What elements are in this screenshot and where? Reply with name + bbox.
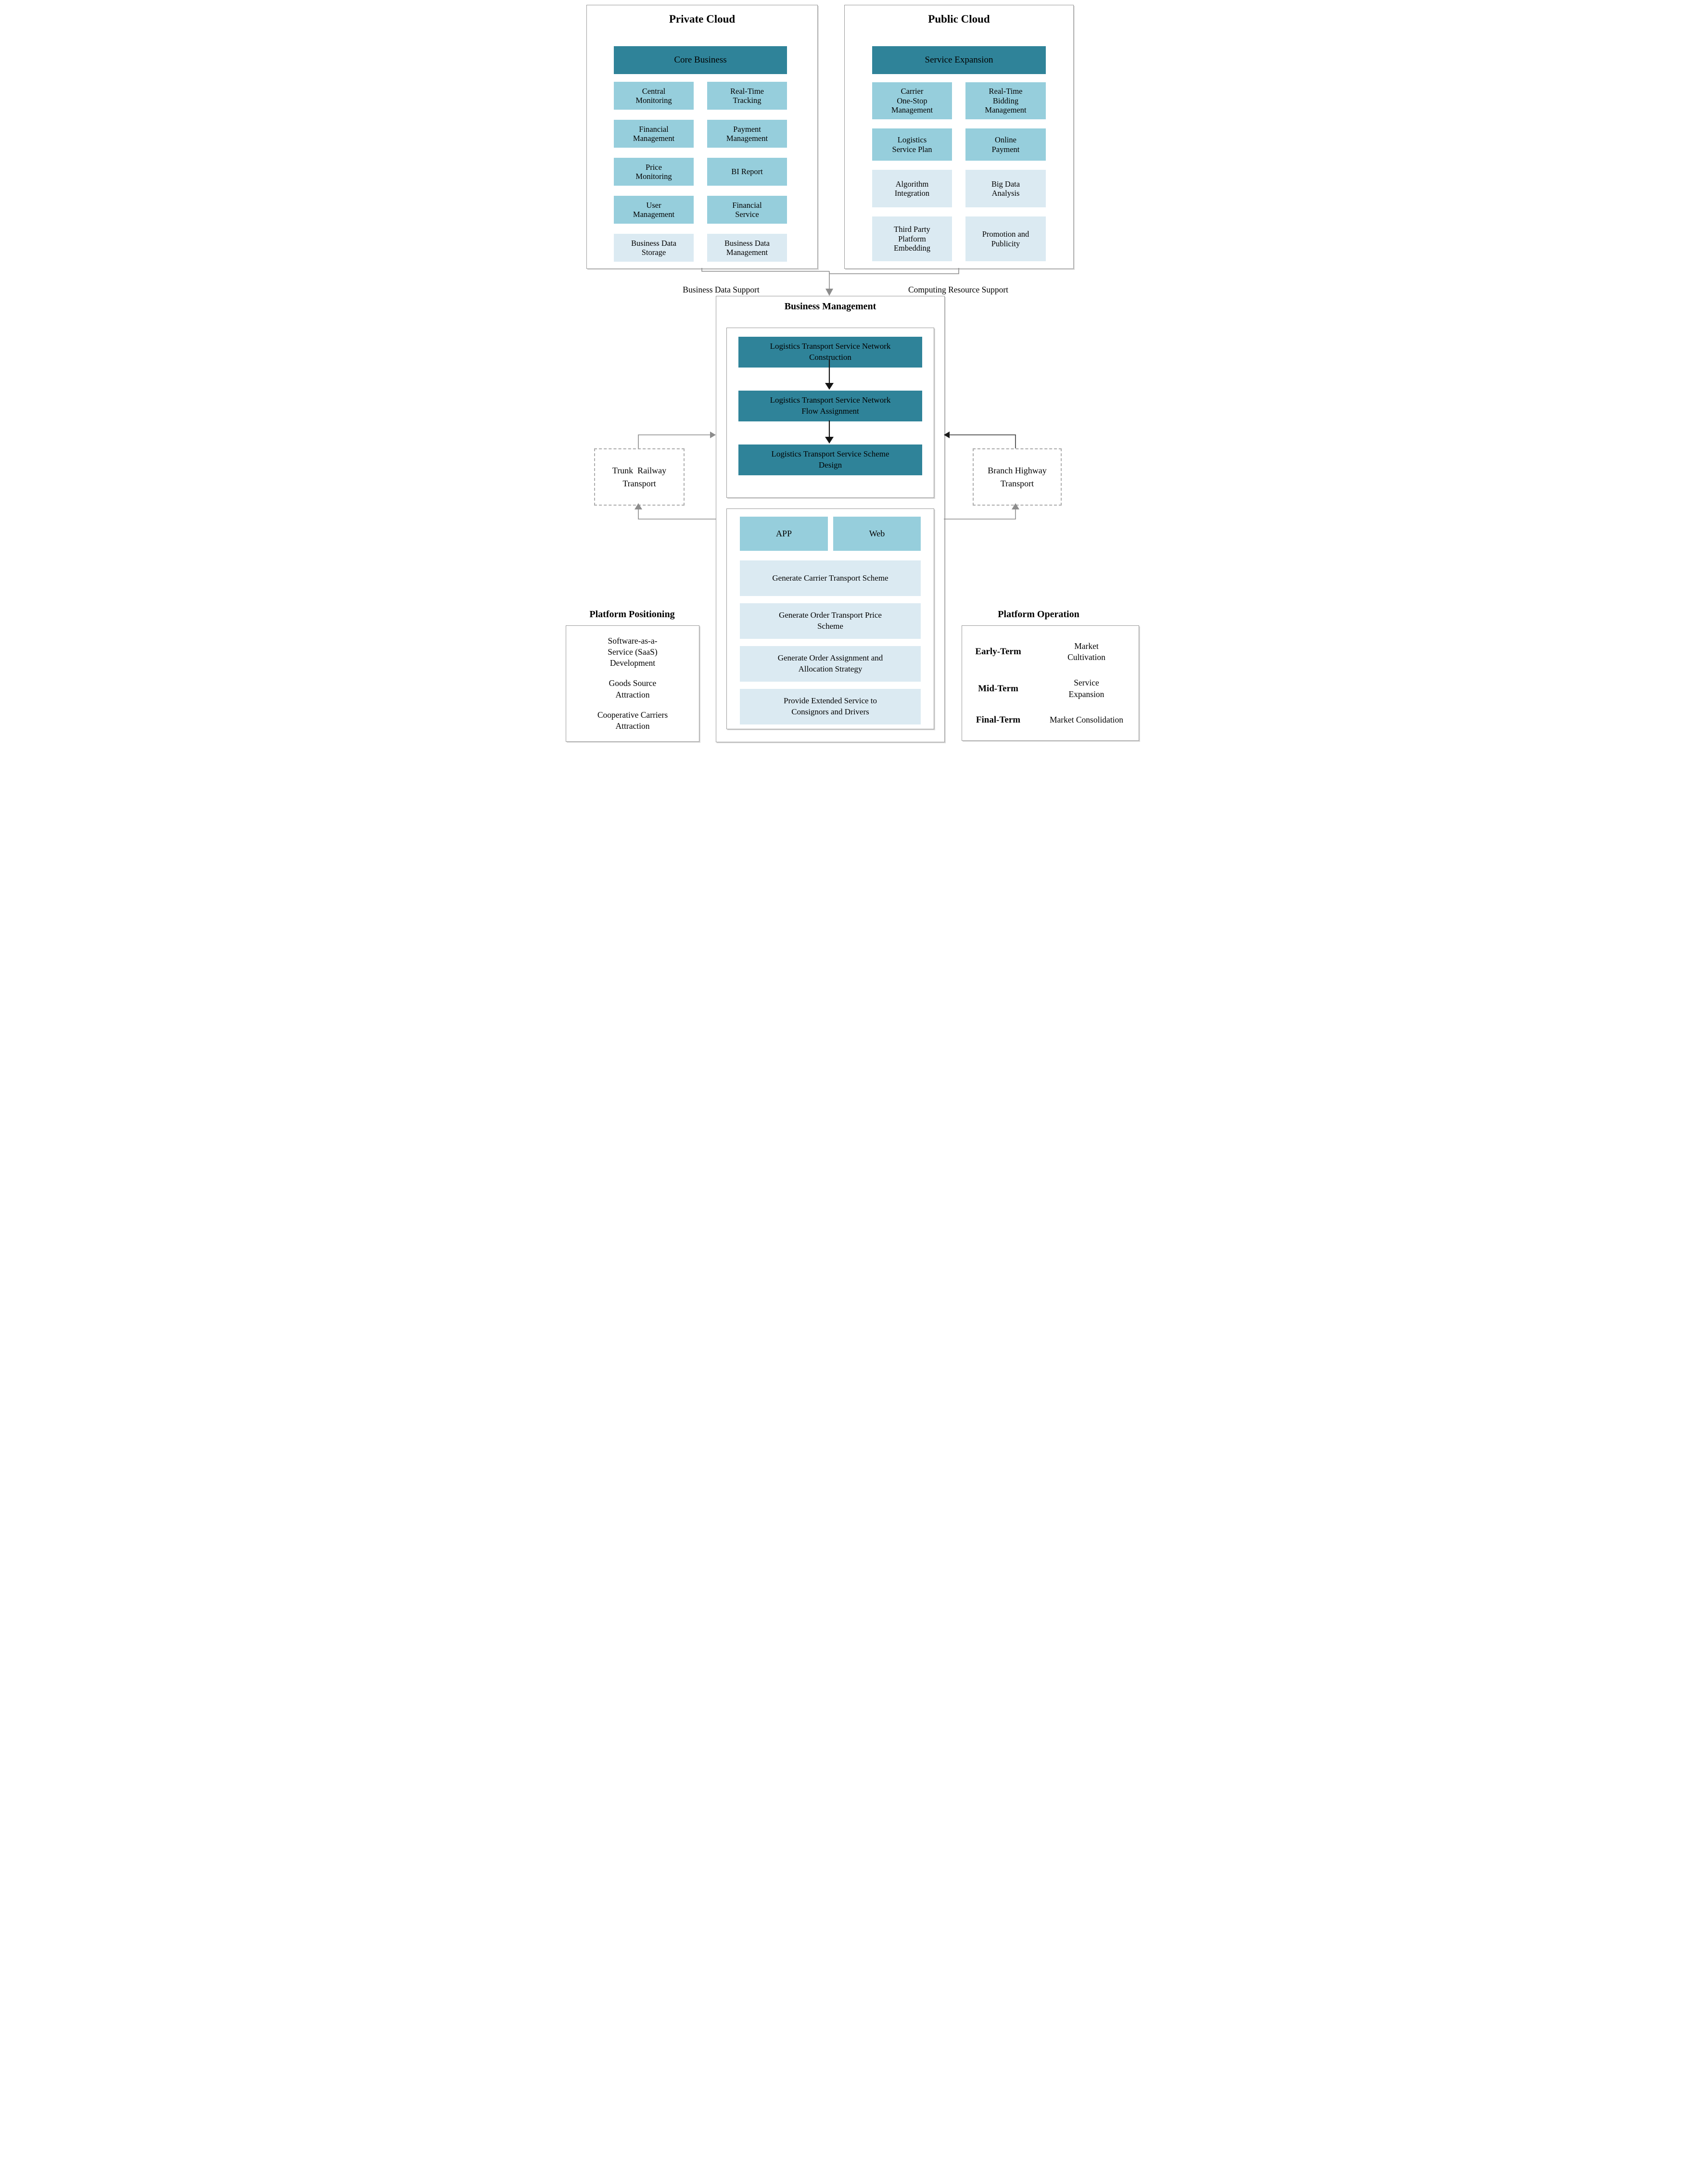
node-central-monitoring: Central Monitoring (614, 82, 694, 110)
node-business-data-storage: Business Data Storage (614, 234, 694, 262)
node-financial-service: Financial Service (707, 196, 787, 224)
node-price-monitoring: Price Monitoring (614, 158, 694, 186)
business-management-title: Business Management (784, 301, 876, 312)
node-bi-report: BI Report (707, 158, 787, 186)
node-promotion-and-publicity: Promotion and Publicity (965, 216, 1046, 261)
node-real-time-bidding-management: Real-Time Bidding Management (965, 82, 1046, 119)
positioning-item-cooperative-carriers-attraction: Cooperative Carriers Attraction (597, 710, 668, 731)
public-cloud-grid: Carrier One-Stop Management Real-Time Bi… (872, 82, 1046, 261)
channel-app: APP (740, 517, 828, 551)
fn-generate-carrier-transport-scheme: Generate Carrier Transport Scheme (740, 560, 921, 596)
node-algorithm-integration: Algorithm Integration (872, 170, 952, 207)
node-big-data-analysis: Big Data Analysis (965, 170, 1046, 207)
operation-term-final: Final-Term (976, 714, 1021, 725)
operation-term-mid: Mid-Term (978, 683, 1018, 694)
node-online-payment: Online Payment (965, 128, 1046, 161)
positioning-item-goods-source-attraction: Goods Source Attraction (609, 678, 657, 699)
down-arrow-icon (825, 289, 833, 296)
step-scheme-design: Logistics Transport Service Scheme Desig… (738, 444, 922, 475)
step-network-construction: Logistics Transport Service Network Cons… (738, 337, 922, 368)
fn-provide-extended-service: Provide Extended Service to Consignors a… (740, 689, 921, 724)
platform-operation-box: Early-Term Market Cultivation Mid-Term S… (962, 625, 1139, 741)
service-frame: APP Web Generate Carrier Transport Schem… (726, 508, 934, 729)
trunk-railway-transport-node: Trunk Railway Transport (594, 448, 685, 506)
arrow-trunk-to-bm (638, 432, 716, 448)
operation-value-mid: Service Expansion (1068, 678, 1104, 699)
arrow-branch-to-bm (944, 432, 1016, 448)
node-real-time-tracking: Real-Time Tracking (707, 82, 787, 110)
node-third-party-platform-embedding: Third Party Platform Embedding (872, 216, 952, 261)
step-network-flow-assignment: Logistics Transport Service Network Flow… (738, 391, 922, 421)
node-payment-management: Payment Management (707, 120, 787, 148)
channel-web: Web (833, 517, 921, 551)
service-expansion-header: Service Expansion (872, 46, 1046, 74)
operation-row-mid-term: Mid-Term Service Expansion (962, 677, 1139, 699)
private-cloud-grid: Central Monitoring Real-Time Tracking Fi… (614, 82, 787, 262)
branch-highway-transport-node: Branch Highway Transport (973, 448, 1062, 506)
platform-operation-title: Platform Operation (998, 609, 1079, 620)
core-business-header: Core Business (614, 46, 787, 74)
public-cloud-box: Public Cloud Service Expansion Carrier O… (844, 5, 1074, 269)
fn-generate-order-transport-price-scheme: Generate Order Transport Price Scheme (740, 603, 921, 639)
platform-positioning-title: Platform Positioning (589, 609, 675, 620)
public-cloud-title: Public Cloud (928, 13, 990, 25)
operation-value-early: Market Cultivation (1067, 641, 1105, 662)
private-cloud-box: Private Cloud Core Business Central Moni… (586, 5, 818, 269)
platform-positioning-box: Software-as-a- Service (SaaS) Developmen… (566, 625, 699, 742)
node-carrier-one-stop-management: Carrier One-Stop Management (872, 82, 952, 119)
business-data-support-label: Business Data Support (683, 285, 760, 294)
business-management-box: Business Management Logistics Transport … (716, 296, 945, 742)
node-user-management: User Management (614, 196, 694, 224)
diagram-page: Private Cloud Core Business Central Moni… (559, 0, 1142, 749)
operation-row-final-term: Final-Term Market Consolidation (962, 714, 1139, 725)
node-logistics-service-plan: Logistics Service Plan (872, 128, 952, 161)
node-financial-management: Financial Management (614, 120, 694, 148)
right-arrow-icon (710, 432, 716, 438)
operation-term-early: Early-Term (975, 646, 1021, 657)
fn-generate-order-assignment-allocation-strategy: Generate Order Assignment and Allocation… (740, 646, 921, 682)
operation-value-final: Market Consolidation (1049, 715, 1124, 725)
private-cloud-title: Private Cloud (669, 13, 736, 25)
process-frame: Logistics Transport Service Network Cons… (726, 328, 934, 498)
operation-row-early-term: Early-Term Market Cultivation (962, 641, 1139, 663)
node-business-data-management: Business Data Management (707, 234, 787, 262)
computing-resource-support-label: Computing Resource Support (908, 285, 1009, 294)
positioning-item-saas-development: Software-as-a- Service (SaaS) Developmen… (608, 635, 658, 668)
